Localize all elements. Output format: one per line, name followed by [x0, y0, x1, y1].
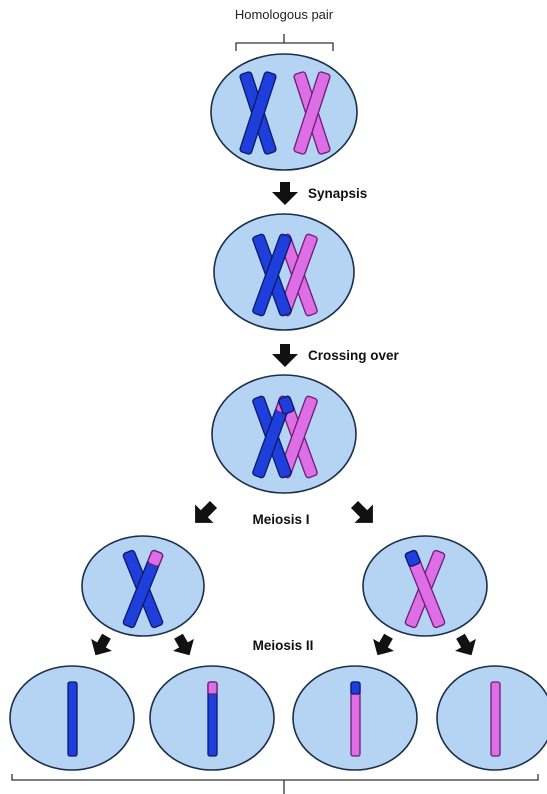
cell-homologous-pair	[210, 53, 358, 171]
pink-chromosome	[293, 71, 331, 155]
synapsis-label: Synapsis	[308, 186, 367, 201]
pink-chromosome	[404, 549, 446, 629]
recombinant-chromatid	[350, 681, 361, 757]
pink-chromatid	[490, 681, 501, 757]
meiosis-1-label: Meiosis I	[252, 512, 309, 527]
recombinant-chromatid	[207, 681, 218, 757]
blue-chromosome	[252, 233, 292, 317]
pink-chromosome	[278, 233, 318, 317]
cell-crossing-over	[211, 374, 357, 494]
cell-synapsis	[213, 213, 355, 331]
arrow-crossing-over	[272, 344, 298, 367]
gamete-cell-2	[149, 665, 275, 771]
crossover-segments	[275, 395, 295, 415]
gamete-cell-1	[9, 665, 135, 771]
arrow-meiosis-2-1	[91, 633, 112, 656]
blue-chromosome	[239, 71, 277, 155]
gametes-bracket	[11, 774, 539, 794]
blue-chromosome	[122, 549, 164, 629]
meiosis-2-label: Meiosis II	[253, 638, 314, 653]
arrow-meiosis-1-left	[195, 500, 218, 523]
cell-meiosis-1-right	[362, 535, 488, 637]
cell-meiosis-1-left	[81, 535, 205, 637]
blue-chromatid	[67, 681, 78, 757]
arrow-synapsis	[272, 182, 298, 205]
homologous-pair-bracket	[235, 34, 334, 51]
crossing-over-label: Crossing over	[308, 348, 400, 363]
gamete-cell-3	[292, 665, 418, 771]
gamete-cell-4	[436, 665, 547, 771]
arrow-meiosis-2-3	[373, 633, 394, 656]
arrow-meiosis-1-right	[350, 500, 373, 523]
arrow-meiosis-2-2	[173, 633, 194, 656]
homologous-pair-label: Homologous pair	[235, 7, 334, 22]
arrow-meiosis-2-4	[455, 633, 476, 656]
